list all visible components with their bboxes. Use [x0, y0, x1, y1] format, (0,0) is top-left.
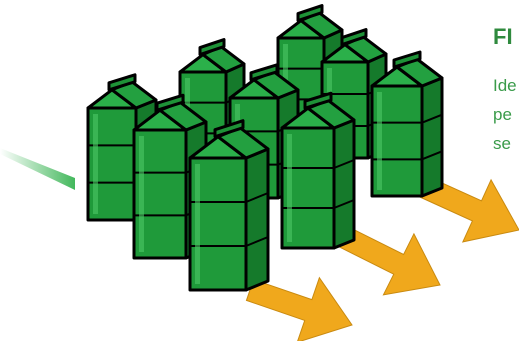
green-streak — [0, 148, 75, 190]
side-text-line: Ide — [493, 76, 519, 96]
side-heading: FI — [493, 24, 519, 50]
side-text-line: pe — [493, 105, 519, 125]
arrow-icon — [246, 278, 352, 341]
side-text-line: se — [493, 134, 519, 154]
